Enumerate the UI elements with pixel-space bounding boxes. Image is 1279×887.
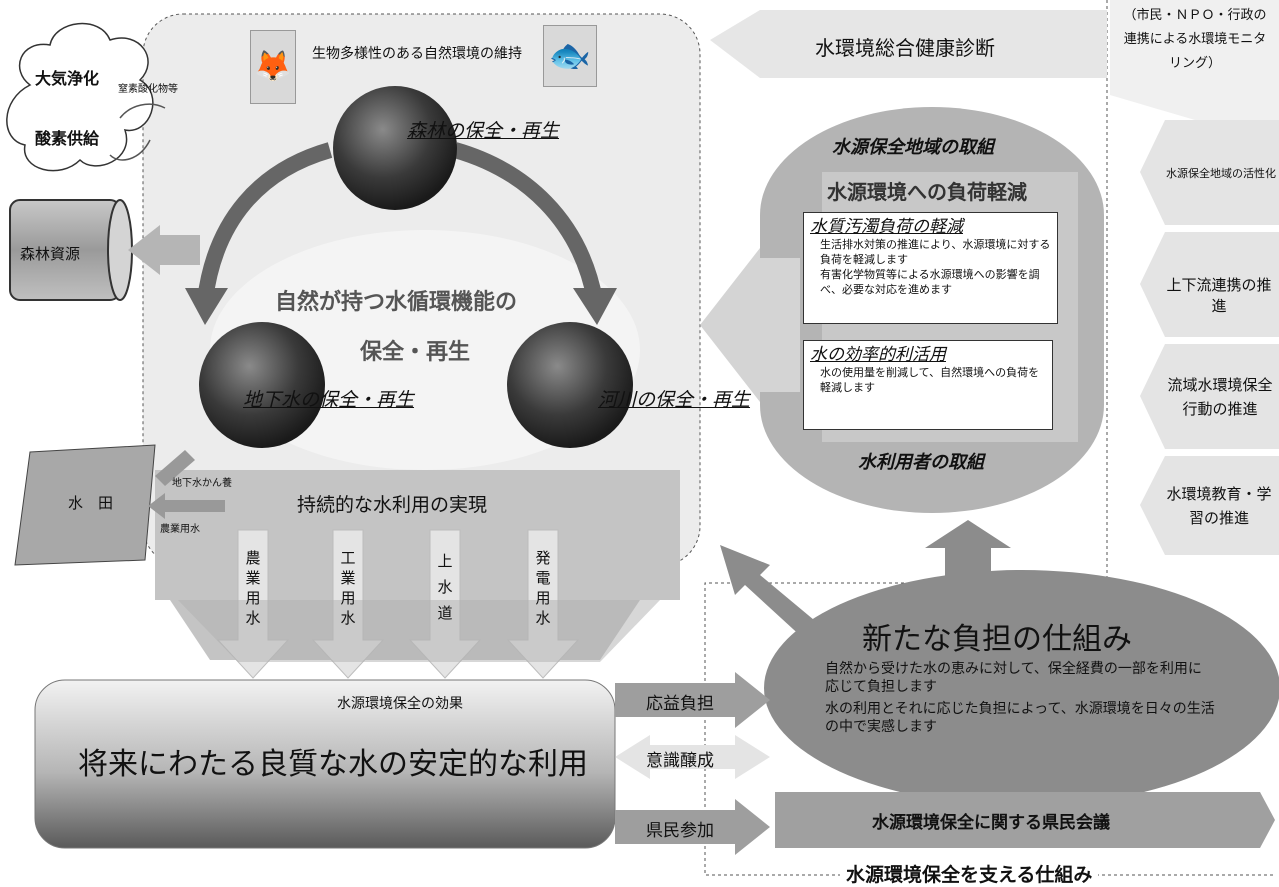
diagnosis-shape (710, 10, 1107, 78)
agri-water-small-label: 農業用水 (160, 524, 200, 535)
right-item-3: 流域水環境保全行動の推進 (1167, 376, 1273, 418)
river-sphere (507, 322, 633, 448)
sustainable-use-label: 持続的な水利用の実現 (297, 494, 488, 516)
source-box1-item2: 有害化学物質等による水源環境への影響を調べ、必要な対応を進めます (820, 268, 1040, 296)
new-burden-title: 新たな負担の仕組み (862, 622, 1132, 657)
use-agri: 農業用水 (245, 549, 261, 627)
right-chevrons (1140, 120, 1279, 555)
source-box1-item1: 生活排水対策の推進により、水源環境に対する負荷を軽減します (820, 238, 1051, 266)
groundwater-label: 地下水の保全・再生 (243, 389, 415, 411)
new-burden-item2: 水の利用とそれに応じた負担によって、水源環境を日々の生活の中で実感します (825, 701, 1215, 735)
groundwater-recharge-label: 地下水かん養 (172, 478, 232, 489)
top-caption: 生物多様性のある自然環境の維持 (312, 46, 522, 62)
forest-sphere (333, 86, 457, 210)
forest-resource-label: 森林資源 (20, 245, 81, 263)
air-cloud (6, 23, 154, 172)
right-item-1: 水源保全地域の活性化 (1166, 167, 1276, 180)
source-box1-title: 水質汚濁負荷の軽減 (810, 217, 963, 237)
river-label: 河川の保全・再生 (598, 389, 751, 411)
right-item-4: 水環境教育・学習の推進 (1166, 485, 1272, 527)
new-burden-ellipse (764, 570, 1279, 806)
effect-label: 水源環境保全の効果 (337, 696, 463, 712)
source-box2-item1: 水の使用量を削減して、自然環境への負荷を軽減します (820, 366, 1040, 394)
link-participation: 県民参加 (646, 821, 714, 841)
center-line2: 保全・再生 (360, 340, 471, 365)
arrow-up-oval (925, 520, 1011, 580)
source-bottom-title: 水利用者の取組 (858, 452, 984, 473)
source-box1: 水質汚濁負荷の軽減 生活排水対策の推進により、水源環境に対する負荷を軽減します … (803, 212, 1058, 324)
council-band (775, 792, 1275, 848)
new-burden-item1: 自然から受けた水の恵みに対して、保全経費の一部を利用に応じて負担します (825, 661, 1202, 695)
diagnosis-label: 水環境総合健康診断 (815, 36, 995, 60)
rice-field-label: 水 田 (68, 494, 114, 512)
arrow-burden-up (720, 545, 820, 640)
arrow-to-log (128, 225, 200, 275)
use-power: 発電用水 (535, 549, 551, 627)
right-item-2: 上下流連携の推進 (1166, 276, 1272, 315)
mascot-icon: 🦊 (250, 30, 296, 104)
link-awareness: 意識醸成 (646, 751, 714, 771)
source-box2: 水の効率的利活用 水の使用量を削減して、自然環境への負荷を軽減します (803, 340, 1053, 430)
effect-box (34, 679, 616, 849)
use-water-supply: 上水道 (437, 552, 453, 622)
groundwater-sphere (199, 322, 325, 448)
monitoring-label: （市民・ＮＰＯ・行政の連携による水環境モニタリング） (1123, 8, 1267, 71)
fish-icon: 🐟 (543, 25, 597, 87)
source-band-title: 水源環境への負荷軽減 (827, 180, 1027, 204)
cloud-line2: 酸素供給 (35, 129, 100, 148)
forest-label: 森林の保全・再生 (407, 120, 560, 142)
arrow-forest-to-groundwater (197, 142, 333, 302)
link-arrow-2 (615, 735, 770, 779)
support-label: 水源環境保全を支える仕組み (840, 860, 1099, 887)
use-industry: 工業用水 (340, 549, 356, 627)
link-benefit: 応益負担 (646, 694, 714, 714)
source-top-title: 水源保全地域の取組 (832, 137, 994, 158)
source-box2-title: 水の効率的利活用 (810, 345, 946, 365)
co2-label: 窒素酸化物等 (118, 84, 178, 95)
link-arrow-3 (615, 799, 770, 855)
link-arrow-1 (615, 672, 770, 728)
cloud-line1: 大気浄化 (35, 69, 100, 88)
rice-field (14, 444, 156, 566)
arrow-forest-to-river (452, 142, 603, 302)
council-label: 水源環境保全に関する県民会議 (872, 813, 1110, 833)
center-line1: 自然が持つ水循環機能の (275, 290, 518, 315)
arrow-to-river (700, 248, 800, 402)
effect-main: 将来にわたる良質な水の安定的な利用 (78, 747, 588, 782)
